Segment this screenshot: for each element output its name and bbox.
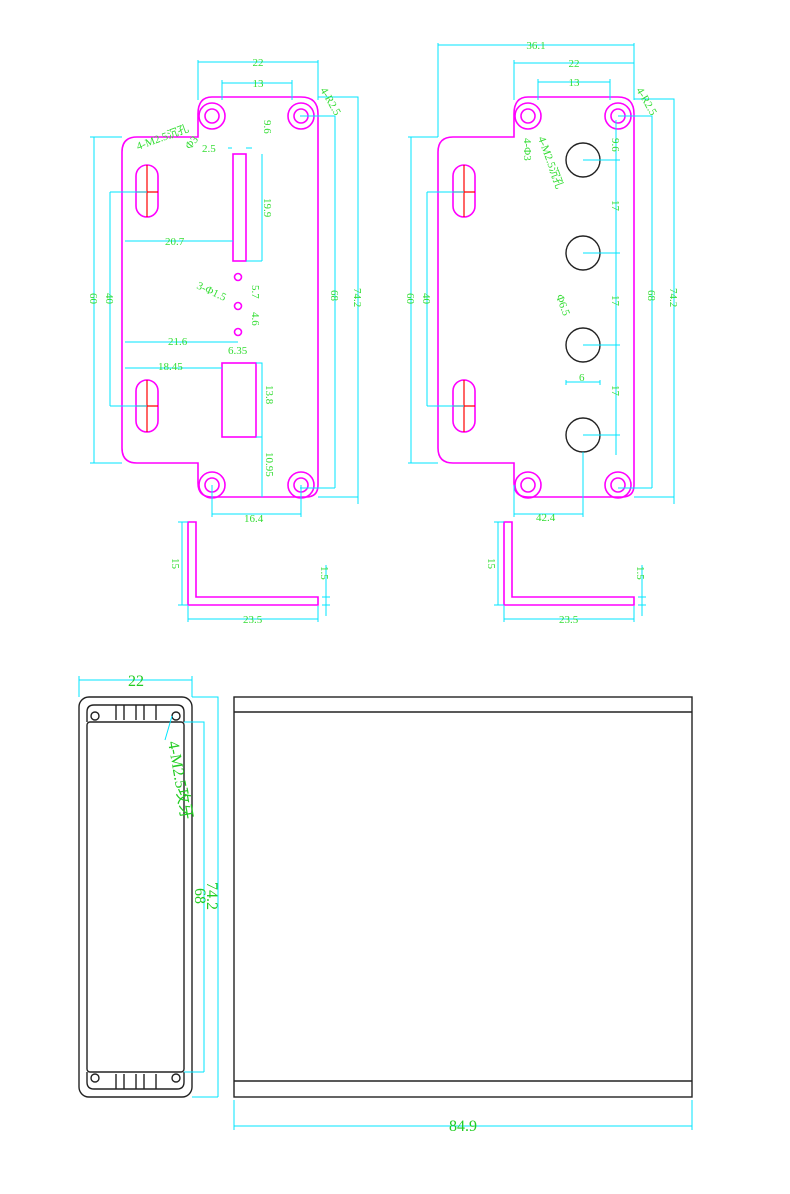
dim: 18.45 — [158, 361, 183, 373]
dim: 23.5 — [559, 614, 579, 626]
dim: 13 — [253, 78, 265, 90]
dim: 42.4 — [536, 512, 556, 524]
dim: 23.5 — [243, 614, 263, 626]
dim: 74.2 — [667, 288, 679, 307]
dim: 21.6 — [168, 336, 188, 348]
dim: 3-Φ1.5 — [195, 280, 229, 304]
dim: 60 — [87, 293, 99, 305]
dim: 20.7 — [165, 236, 185, 248]
dim: 36.1 — [526, 40, 545, 52]
dim: 15 — [169, 558, 181, 570]
dim: 1.5 — [318, 566, 330, 580]
profile-section: 22 4-M2.5攻牙 74.2 68 — [78, 673, 220, 1098]
dim: 19.9 — [261, 198, 273, 218]
dim: 15 — [485, 558, 497, 570]
dim: 22 — [128, 673, 144, 690]
dim: 4.6 — [249, 312, 261, 326]
dim: 10.95 — [263, 452, 275, 477]
dim: 13 — [569, 77, 581, 89]
dim: 6.35 — [228, 345, 248, 357]
dim: 5.7 — [249, 285, 261, 299]
dim: 40 — [103, 293, 115, 305]
dim: 68 — [645, 290, 657, 302]
dim: 68 — [328, 290, 340, 302]
dim: 4-R2.5 — [317, 86, 343, 119]
dim: 40 — [420, 293, 432, 305]
dim: 17 — [609, 295, 621, 307]
dim: 60 — [404, 293, 416, 305]
dim: 4-M2.5沉孔 — [535, 135, 566, 191]
dim: 9.6 — [261, 120, 273, 134]
dim: 22 — [253, 57, 264, 69]
dim: 9.6 — [609, 138, 621, 152]
left-end-plate — [90, 60, 359, 622]
dim: 4-M2.5攻牙 — [164, 740, 196, 821]
right-end-plate — [408, 43, 675, 622]
dim: 74.2 — [203, 882, 220, 910]
dim: 74.2 — [351, 288, 363, 307]
dim: 68 — [191, 888, 208, 904]
dim: 84.9 — [449, 1118, 477, 1135]
dim: 4-R2.5 — [633, 86, 659, 119]
dim: 2.5 — [202, 143, 216, 155]
dim: 16.4 — [244, 513, 264, 525]
dim: Φ6.5 — [553, 293, 572, 318]
dim: 4-Φ3 — [521, 138, 533, 161]
dim: 1.5 — [634, 566, 646, 580]
dim: 22 — [569, 58, 580, 70]
dim: 6 — [579, 372, 585, 384]
dim: 13.8 — [263, 385, 275, 405]
dim: 17 — [609, 385, 621, 397]
side-view: 84.9 — [233, 696, 693, 1135]
dim: 17 — [609, 200, 621, 212]
